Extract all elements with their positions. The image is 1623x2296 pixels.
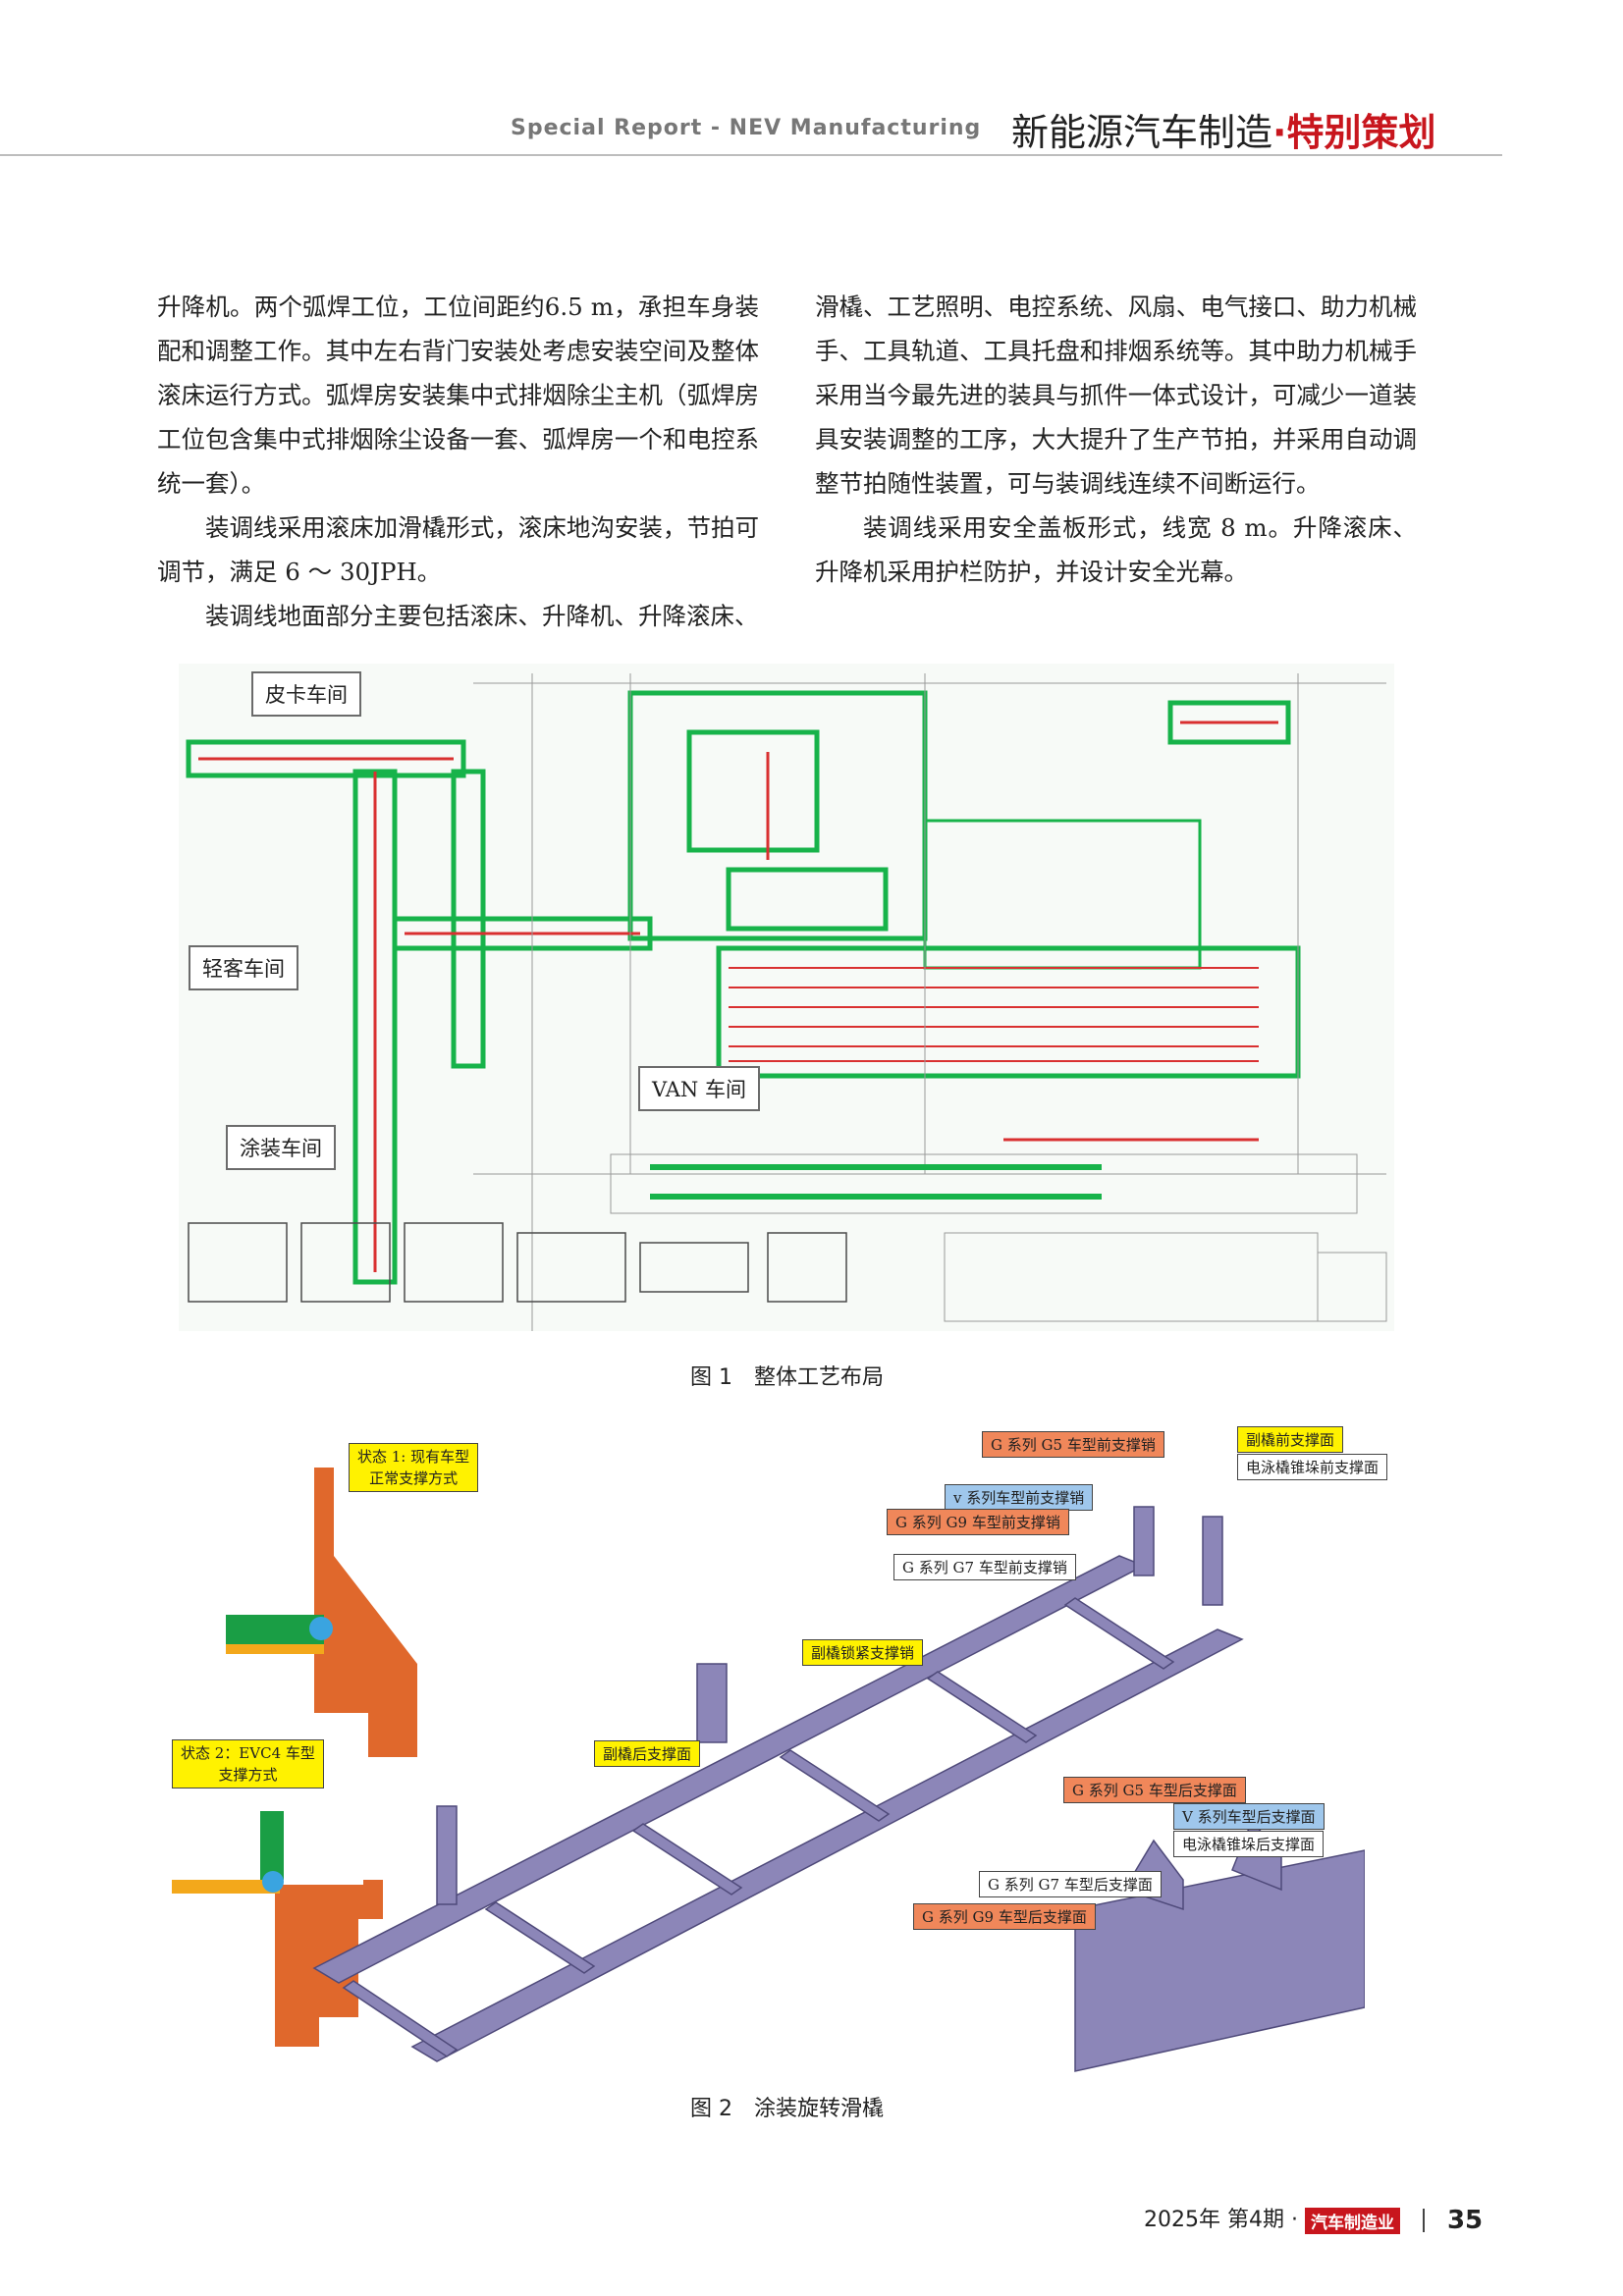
label-edc-front-face: 电泳橇锥垛前支撑面 (1237, 1454, 1388, 1480)
label-g9-rear-face: G 系列 G9 车型后支撑面 (913, 1903, 1096, 1930)
paragraph: 升降机。两个弧焊工位，工位间距约6.5 m，承担车身装配和调整工作。其中左右背门… (157, 293, 759, 498)
layout-plan-svg (186, 673, 1387, 1331)
rear-support-closeup (1074, 1819, 1366, 2072)
tag-pickup-workshop: 皮卡车间 (251, 671, 361, 717)
pin-state1 (309, 1617, 333, 1640)
magazine-logo: 汽车制造业 (1304, 2207, 1400, 2234)
tag-van-workshop: VAN 车间 (638, 1066, 760, 1111)
header-chinese-section: 特别策划 (1286, 111, 1436, 154)
label-sub-sled-rear-face: 副橇后支撑面 (594, 1740, 701, 1767)
header-english-title: Special Report - NEV Manufacturing (511, 116, 982, 140)
paragraph: 装调线地面部分主要包括滚床、升降机、升降滚床、 (205, 602, 759, 630)
label-g9-front-pin: G 系列 G9 车型前支撑销 (887, 1509, 1069, 1535)
label-v-rear-face: V 系列车型后支撑面 (1173, 1803, 1325, 1830)
label-g5-rear-face: G 系列 G5 车型后支撑面 (1063, 1777, 1246, 1803)
header-rule (0, 154, 1502, 156)
tag-paint-workshop: 涂装车间 (226, 1125, 336, 1170)
beam-green-state1 (226, 1615, 324, 1644)
figure1-caption: 图 1 整体工艺布局 (690, 1365, 884, 1390)
label-v-front-pin: v 系列车型前支撑销 (945, 1484, 1094, 1511)
label-g7-front-pin: G 系列 G7 车型前支撑销 (893, 1554, 1076, 1580)
tag-light-bus-workshop: 轻客车间 (189, 945, 298, 990)
sled-frame (312, 1506, 1244, 2062)
beam-yellow-state1 (226, 1644, 324, 1654)
figure2-caption: 图 2 涂装旋转滑橇 (690, 2097, 884, 2121)
body-column-right: 滑橇、工艺照明、电控系统、风扇、电气接口、助力机械手、工具轨道、工具托盘和排烟系… (815, 285, 1417, 594)
header-chinese-title: 新能源汽车制造·特别策划 (1011, 102, 1435, 156)
header-chinese-dot: · (1272, 111, 1287, 154)
sled-svg (172, 1468, 1366, 2072)
page-footer: 2025年 第4期 · 汽车制造业 35 (1144, 2202, 1483, 2235)
page-number: 35 (1446, 2206, 1484, 2235)
label-g7-rear-face: G 系列 G7 车型后支撑面 (979, 1871, 1162, 1897)
paragraph: 装调线采用滚床加滑橇形式，滚床地沟安装，节拍可调节，满足 6 ～ 30JPH。 (157, 513, 759, 586)
body-column-left: 升降机。两个弧焊工位，工位间距约6.5 m，承担车身装配和调整工作。其中左右背门… (157, 285, 759, 638)
figure2-sled-drawing: 状态 1: 现有车型 正常支撑方式 状态 2：EVC4 车型 支撑方式 G 系列… (162, 1418, 1388, 2076)
label-sub-sled-lock-pin: 副橇锁紧支撑销 (802, 1639, 924, 1666)
figure1-layout-drawing: 皮卡车间 轻客车间 涂装车间 VAN 车间 (179, 664, 1394, 1331)
label-sub-sled-front-face: 副橇前支撑面 (1237, 1426, 1344, 1453)
paragraph: 装调线采用安全盖板形式，线宽 8 m。升降滚床、升降机采用护栏防护，并设计安全光… (815, 513, 1417, 586)
header-chinese-main: 新能源汽车制造 (1011, 111, 1273, 154)
pin-state2 (262, 1871, 284, 1893)
beam-yellow-state2 (172, 1880, 280, 1894)
label-g5-front-pin: G 系列 G5 车型前支撑销 (982, 1431, 1164, 1458)
paragraph: 滑橇、工艺照明、电控系统、风扇、电气接口、助力机械手、工具轨道、工具托盘和排烟系… (815, 293, 1417, 498)
label-edc-rear-face: 电泳橇锥垛后支撑面 (1173, 1831, 1325, 1857)
footer-issue: 2025年 第4期 · (1144, 2208, 1298, 2232)
footer-separator (1422, 2209, 1425, 2232)
state2-label: 状态 2：EVC4 车型 支撑方式 (172, 1739, 324, 1789)
state1-label: 状态 1: 现有车型 正常支撑方式 (349, 1443, 479, 1492)
bracket-state1 (314, 1468, 417, 1757)
beam-green-state2 (260, 1811, 284, 1880)
